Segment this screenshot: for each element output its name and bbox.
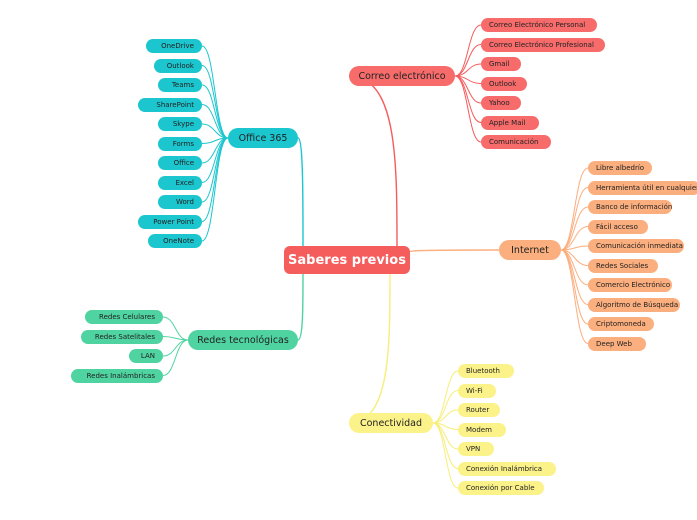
internet-item[interactable]: Redes Sociales [588,258,658,273]
link-internet-item [560,187,589,251]
conectividad-item[interactable]: Conexión Inalámbrica [458,461,556,476]
topic-correo[interactable]: Correo electrónico [349,66,455,86]
link-office-item [201,45,229,139]
internet-item[interactable]: Fácil acceso [588,219,648,234]
internet-item[interactable]: Algoritmo de Búsqueda [588,297,680,312]
correo-item[interactable]: Outlook [481,76,527,91]
office-item[interactable]: Teams [158,78,202,92]
link-root-internet [409,249,500,253]
root-node[interactable]: Saberes previos [284,246,410,274]
link-internet-item [560,249,589,286]
internet-item[interactable]: Libre albedrío [588,161,652,175]
conectividad-item[interactable]: Bluetooth [458,364,514,378]
internet-item[interactable]: Comunicación inmediata [588,239,684,253]
office-item[interactable]: Excel [158,175,202,190]
correo-item[interactable]: Gmail [481,57,521,71]
link-office-item [201,137,229,242]
link-internet-item [560,206,589,251]
link-redes-item [162,336,189,341]
conectividad-item[interactable]: Modem [458,422,506,437]
link-internet-item [560,167,589,251]
correo-item[interactable]: Yahoo [481,96,521,110]
link-redes-item [162,316,189,341]
correo-item[interactable]: Comunicación [481,135,551,149]
office-item[interactable]: Forms [158,136,202,151]
link-conectividad-item [432,370,459,424]
redes-item[interactable]: Redes Celulares [85,310,163,324]
link-conectividad-item [432,409,459,424]
link-correo-item [454,75,482,143]
office-item[interactable]: OneDrive [146,39,202,53]
conectividad-item[interactable]: VPN [458,442,494,456]
internet-item[interactable]: Criptomoneda [588,317,654,331]
link-internet-item [560,249,589,325]
topic-internet[interactable]: Internet [499,240,561,260]
link-correo-item [454,44,482,77]
office-item[interactable]: Power Point [138,214,202,229]
internet-item[interactable]: Comercio Electrónico [588,278,672,292]
office-item[interactable]: OneNote [148,234,202,248]
link-root-correo [348,75,398,247]
topic-office[interactable]: Office 365 [228,128,298,148]
topic-redes[interactable]: Redes tecnológicas [188,330,298,350]
link-root-conectividad [348,273,391,424]
link-office-item [201,65,229,139]
conectividad-item[interactable]: Conexión por Cable [458,481,544,495]
link-office-item [201,137,229,183]
internet-item[interactable]: Banco de información [588,200,672,214]
office-item[interactable]: Office [158,156,202,170]
link-redes-item [162,339,189,376]
internet-item[interactable]: Herramienta útil en cualquier [588,180,697,195]
correo-item[interactable]: Correo Electrónico Personal [481,18,597,32]
correo-item[interactable]: Correo Electrónico Profesional [481,37,605,52]
conectividad-item[interactable]: Wi-Fi [458,383,496,398]
link-internet-item [560,226,589,251]
redes-item[interactable]: Redes Satelitales [81,329,163,344]
office-item[interactable]: Skype [158,117,202,131]
link-root-office [297,137,304,247]
link-root-redes [297,273,304,341]
link-office-item [201,84,229,139]
redes-item[interactable]: LAN [129,349,163,363]
link-correo-item [454,24,482,77]
office-item[interactable]: SharePoint [138,97,202,112]
correo-item[interactable]: Apple Mail [481,115,539,130]
link-office-item [201,123,229,139]
redes-item[interactable]: Redes Inalámbricas [71,368,163,383]
conectividad-item[interactable]: Router [458,403,500,417]
link-conectividad-item [432,390,459,424]
link-correo-item [454,63,482,77]
link-office-item [201,104,229,139]
topic-conectividad[interactable]: Conectividad [349,413,433,433]
link-conectividad-item [432,422,459,489]
link-internet-item [560,249,589,344]
office-item[interactable]: Word [158,195,202,209]
office-item[interactable]: Outlook [154,58,202,73]
link-redes-item [162,339,189,357]
link-conectividad-item [432,422,459,469]
internet-item[interactable]: Deep Web [588,336,646,351]
